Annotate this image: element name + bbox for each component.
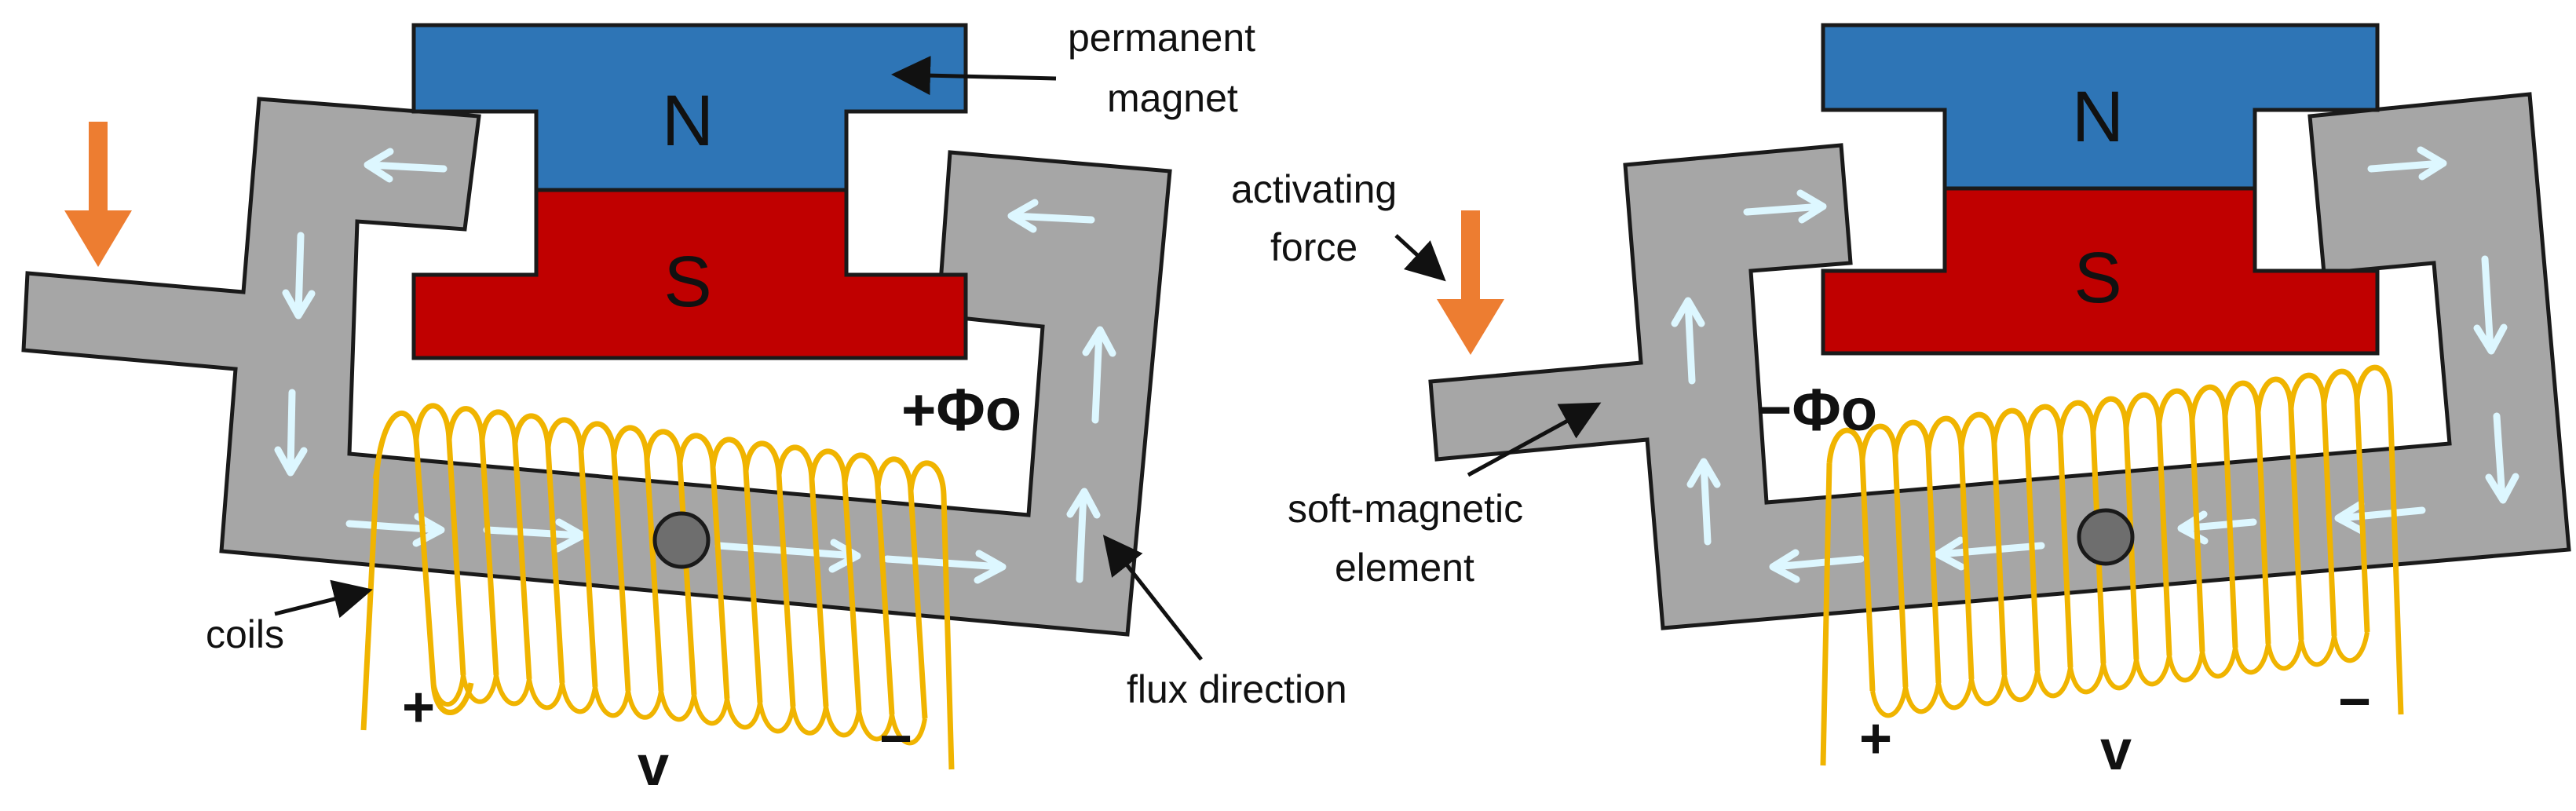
coil-front bbox=[1870, 631, 2370, 718]
flux-direction-label: flux direction bbox=[1127, 667, 1347, 711]
soft-magnetic-label-line1: soft-magnetic bbox=[1288, 487, 1523, 531]
activating-force-arrow bbox=[64, 122, 132, 267]
activating-force-label-line2: force bbox=[1270, 225, 1357, 269]
flux-arrow-icon bbox=[2473, 255, 2508, 355]
flux-arrow-icon bbox=[1082, 326, 1116, 424]
flux-arrow-icon bbox=[2485, 412, 2519, 504]
activating-force-arrow bbox=[1437, 210, 1504, 355]
flux-arrow-icon bbox=[714, 539, 861, 573]
flux-direction-leader bbox=[1102, 535, 1203, 661]
magnet-south bbox=[1821, 186, 2380, 356]
south-label: S bbox=[663, 242, 711, 322]
plus-terminal: + bbox=[402, 676, 435, 739]
coils-label: coils bbox=[206, 612, 284, 656]
flux-arrow-icon bbox=[483, 518, 586, 553]
permanent-magnet-leader bbox=[891, 56, 1057, 96]
right-panel: N S bbox=[1231, 23, 2571, 782]
minus-terminal: − bbox=[879, 707, 912, 770]
flux-arrow-icon bbox=[1066, 488, 1101, 583]
flux-arrow-icon bbox=[1743, 189, 1827, 224]
flux-symbol: −Φo bbox=[1757, 377, 1877, 444]
flux-arrow-icon bbox=[364, 148, 448, 183]
magnet-south bbox=[411, 188, 968, 360]
plus-terminal: + bbox=[1859, 707, 1892, 770]
activating-force-leader bbox=[1394, 234, 1446, 282]
coil-loops bbox=[413, 403, 955, 770]
flux-arrow-icon bbox=[2367, 146, 2447, 181]
coil bbox=[360, 403, 955, 770]
flux-symbol: +Φo bbox=[901, 377, 1021, 444]
soft-magnetic-core bbox=[1428, 92, 2571, 630]
flux-arrow-icon bbox=[274, 389, 308, 477]
coil bbox=[1820, 364, 2404, 766]
left-panel: N S bbox=[21, 16, 1347, 798]
flux-arrow-icon bbox=[1671, 297, 1705, 385]
north-label: N bbox=[2072, 77, 2124, 157]
permanent-magnet-label-line2: magnet bbox=[1107, 76, 1238, 120]
minus-terminal: − bbox=[2338, 670, 2371, 733]
coil-loops bbox=[1826, 364, 2404, 715]
pivot-icon bbox=[652, 511, 711, 569]
north-label: N bbox=[662, 81, 714, 161]
soft-magnetic-core bbox=[21, 97, 1172, 637]
permanent-magnet-label-line1: permanent bbox=[1068, 16, 1255, 60]
south-label: S bbox=[2074, 238, 2121, 318]
flux-arrow-icon bbox=[282, 232, 316, 320]
activating-force-label-line1: activating bbox=[1231, 167, 1397, 211]
coils-leader bbox=[274, 579, 373, 619]
voltage-label: v bbox=[2100, 719, 2132, 782]
flux-arrow-icon bbox=[1686, 458, 1721, 546]
pivot-icon bbox=[2077, 508, 2135, 566]
flux-arrow-icon bbox=[1769, 549, 1865, 583]
flux-arrow-icon bbox=[2334, 500, 2426, 535]
flux-arrow-icon bbox=[1007, 199, 1095, 233]
soft-magnetic-leader bbox=[1467, 402, 1602, 477]
coil-front bbox=[431, 674, 927, 746]
voltage-label: v bbox=[638, 735, 669, 798]
flux-arrow-icon bbox=[1934, 536, 2045, 571]
flux-arrow-icons bbox=[1671, 146, 2519, 583]
soft-magnetic-label-line2: element bbox=[1335, 546, 1474, 590]
